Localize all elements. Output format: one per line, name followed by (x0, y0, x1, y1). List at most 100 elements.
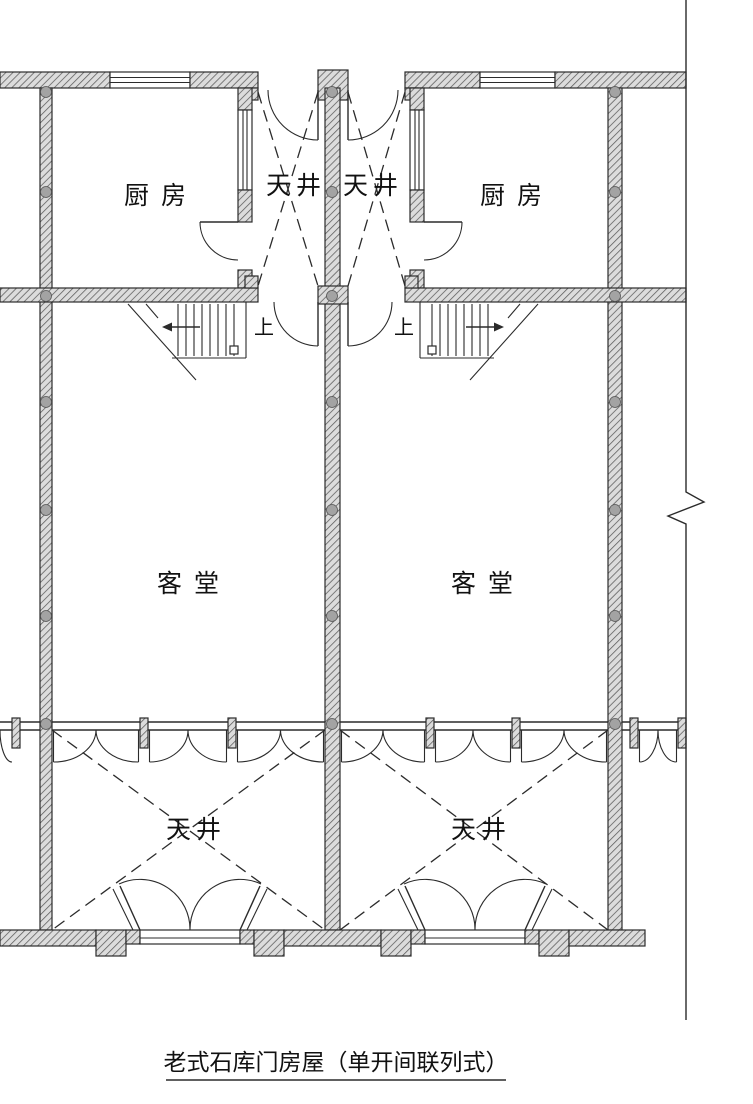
light-well-diagonals (51, 91, 609, 931)
light-well-top-left-label: 天井 (266, 171, 326, 200)
column-post (40, 86, 52, 98)
transom-post (425, 717, 435, 749)
kitchen-door-swing-arc (199, 221, 239, 261)
kitchen-wall-segment (409, 189, 425, 223)
kitchen-wall-right (409, 87, 463, 289)
door-swing-arc (187, 729, 227, 763)
gate-splay-line (404, 885, 426, 931)
top-wall-segment (0, 71, 111, 89)
gate-jamb (125, 929, 141, 945)
kitchen-wall-segment (409, 87, 425, 111)
door-swing-arc (657, 729, 677, 763)
gate-leaf-arc (403, 878, 476, 931)
gate-leaf-arc (189, 878, 262, 931)
door-swing-arc (563, 729, 607, 763)
front-wall (0, 929, 646, 957)
top-wall-segment (189, 71, 259, 89)
gate-splay-line (524, 885, 546, 931)
kitchen-window-right (409, 109, 425, 191)
stair-newel (229, 345, 239, 355)
gate-jamb (410, 929, 426, 945)
column-post (326, 718, 338, 730)
column-post (326, 86, 338, 98)
transom-post (227, 717, 237, 749)
gate-splay-line (112, 888, 134, 931)
drawing-caption: 老式石库门房屋（单开间联列式） (164, 1050, 509, 1076)
gate-left (112, 878, 268, 931)
top-wall (0, 69, 687, 101)
front-wall-segment (283, 929, 382, 947)
front-door-leaves (0, 729, 678, 763)
column-post (40, 718, 52, 730)
front-transom (0, 721, 686, 731)
door-swing-arc (435, 729, 474, 763)
transom-post (11, 717, 21, 749)
gate-pilaster (380, 929, 412, 957)
column-post (40, 610, 52, 622)
well-corner-post (404, 275, 419, 289)
column-post (609, 610, 621, 622)
stair-break-line (145, 303, 159, 319)
gate-leaf-arc (118, 878, 191, 931)
gate-pilaster (538, 929, 570, 957)
gate-jamb (524, 929, 540, 945)
break-boundary-line (666, 0, 706, 1020)
top-window-right (479, 71, 556, 89)
stair-newel (427, 345, 437, 355)
hall-door-swing-arc (273, 301, 319, 347)
door-swing-arc (149, 729, 189, 763)
top-wall-segment (554, 71, 687, 89)
stair-right (419, 302, 539, 381)
stair-left (127, 302, 247, 381)
stair-arrow-head (494, 322, 504, 332)
transom-posts (11, 717, 687, 749)
column-post (609, 86, 621, 98)
column-posts (40, 86, 621, 730)
light-well-top-right-label: 天井 (343, 171, 403, 200)
door-swing-arc (237, 729, 282, 763)
door-swing-arc (279, 729, 324, 763)
column-post (609, 504, 621, 516)
kitchen-right-label: 厨房 (480, 181, 554, 210)
gate-splay-line (239, 885, 261, 931)
top-right-well-diagonal (347, 91, 406, 287)
hall-right-label: 客堂 (451, 569, 525, 598)
column-post (40, 396, 52, 408)
gate-splay-line (531, 888, 553, 931)
back-door-swing-arc (267, 89, 319, 141)
kitchen-wall-segment (237, 87, 253, 111)
door-swing-arc (95, 729, 139, 763)
room-labels: 厨房 厨房 天井 天井 客堂 客堂 天井 天井 上 上 (124, 171, 554, 844)
front-wall-segment (0, 929, 97, 947)
back-well-doors (267, 89, 399, 141)
column-post (326, 186, 338, 198)
gate-splay-line (119, 885, 141, 931)
column-post (609, 290, 621, 302)
light-well-bottom-left-label: 天井 (166, 815, 226, 844)
stair-break-line (507, 303, 521, 319)
door-swing-arc (0, 729, 13, 763)
front-wall-segment (568, 929, 646, 947)
door-swing-arc (472, 729, 511, 763)
gate-pilaster (95, 929, 127, 957)
hall-doors (273, 301, 393, 347)
column-post (609, 718, 621, 730)
back-door-swing-arc (347, 89, 399, 141)
transom-post (677, 717, 687, 749)
column-post (326, 504, 338, 516)
stair-right-up-label: 上 (394, 315, 414, 339)
kitchen-left-label: 厨房 (124, 181, 198, 210)
kitchen-door-swing-arc (423, 221, 463, 261)
column-post (326, 396, 338, 408)
gate-splay-line (397, 888, 419, 931)
transom-post (511, 717, 521, 749)
column-post (326, 290, 338, 302)
column-post (40, 504, 52, 516)
gate-leaf-arc (474, 878, 547, 931)
stair-right-treads (431, 304, 489, 356)
door-swing-arc (382, 729, 425, 763)
cross-wall-segment (0, 287, 259, 303)
column-post (40, 290, 52, 302)
